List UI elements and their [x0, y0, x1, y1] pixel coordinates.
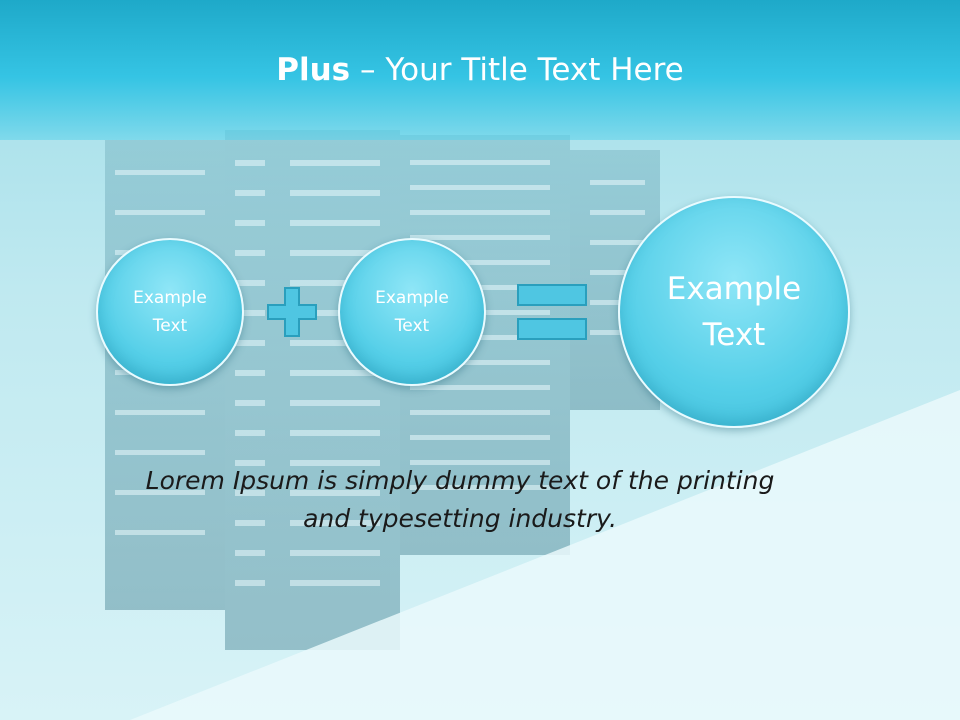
circle-3-line-1: Example [666, 271, 802, 307]
title-band [0, 0, 960, 140]
circle-example-1: Example Text [96, 238, 244, 386]
circle-2-line-2: Text [394, 316, 430, 336]
circle-example-2: Example Text [338, 238, 486, 386]
circle-1-line-1: Example [133, 288, 207, 308]
plus-icon [267, 287, 317, 337]
circle-2-line-1: Example [375, 288, 449, 308]
server-rack-background [105, 130, 660, 650]
circle-1-line-2: Text [152, 316, 188, 336]
equals-icon [517, 284, 587, 340]
title-rest: – Your Title Text Here [350, 52, 684, 88]
body-caption: Lorem Ipsum is simply dummy text of the … [80, 462, 840, 538]
circle-3-line-2: Text [702, 317, 766, 353]
caption-line-1: Lorem Ipsum is simply dummy text of the … [145, 466, 775, 495]
caption-line-2: and typesetting industry. [303, 504, 617, 533]
title-bold: Plus [276, 52, 351, 88]
slide-title: Plus – Your Title Text Here [0, 52, 960, 88]
circle-example-result: Example Text [618, 196, 850, 428]
